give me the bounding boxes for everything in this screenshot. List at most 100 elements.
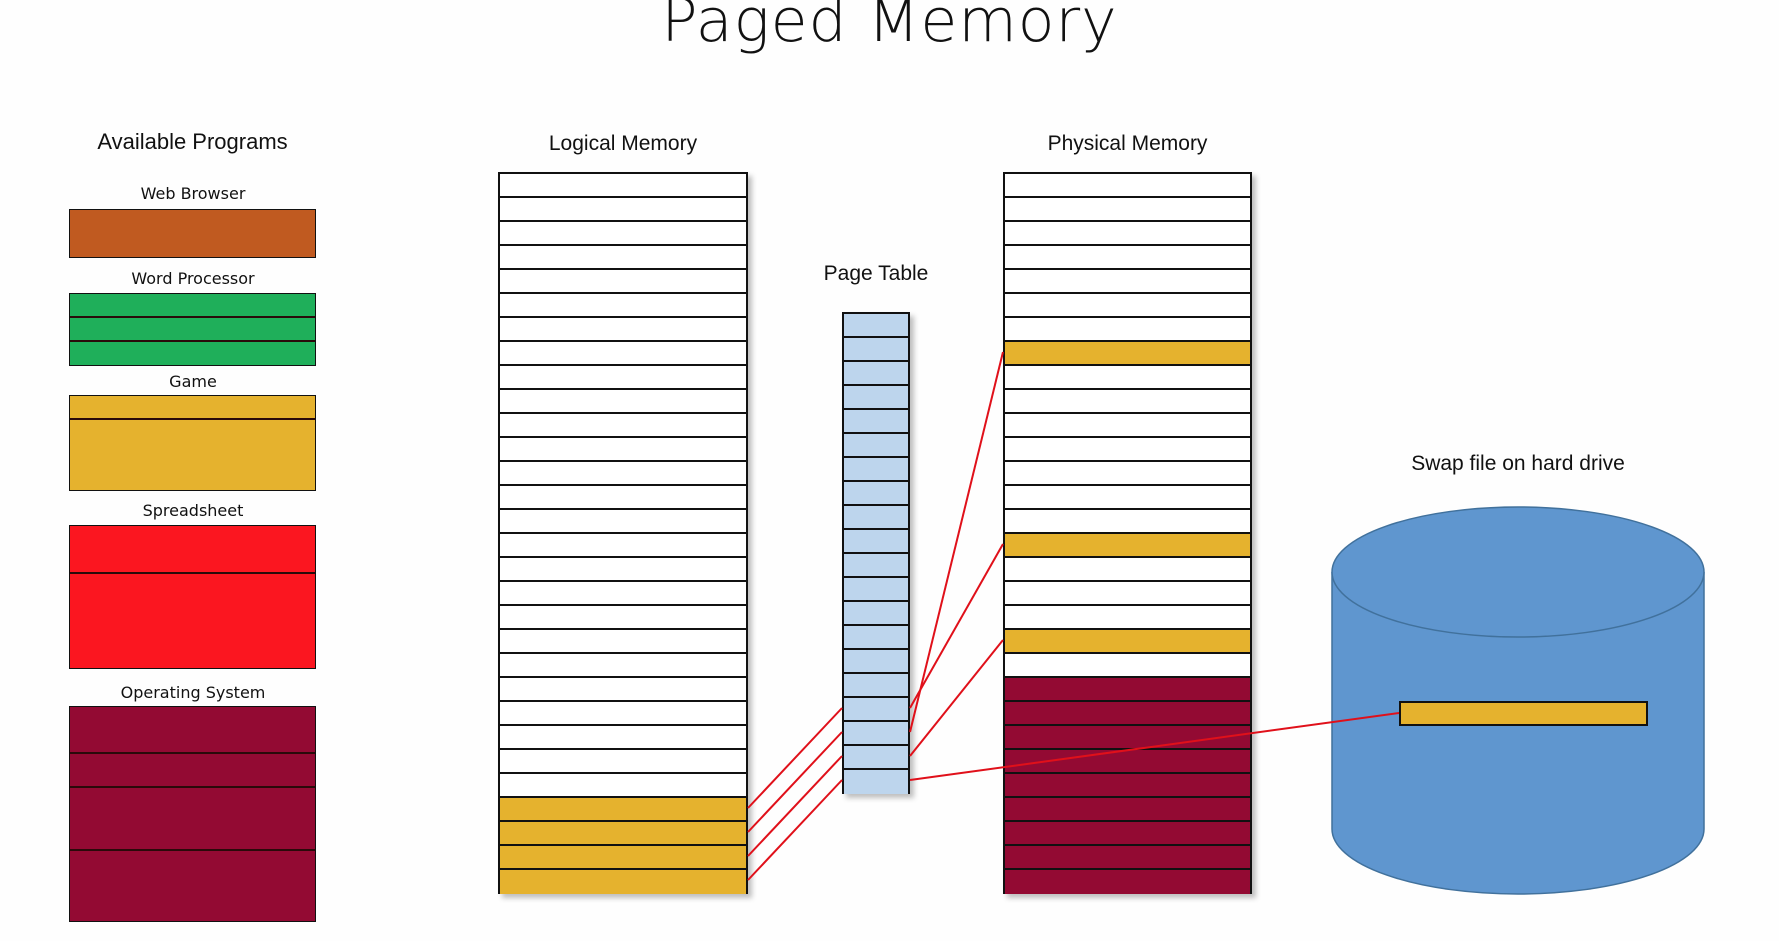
logical-memory [498,172,748,894]
page-table-entry [844,530,908,554]
page-title: Paged Memory [661,0,1118,56]
page-table-heading: Page Table [823,262,929,285]
logical-page [500,702,746,726]
page-table-entry [844,362,908,386]
logical-page [500,726,746,750]
page-divider [70,752,315,754]
physical-frame [1005,678,1250,702]
page-divider [70,572,315,574]
page-table-entry [844,410,908,434]
page-table-entry [844,578,908,602]
physical-memory [1003,172,1252,894]
page-table-entry [844,602,908,626]
physical-frame [1005,606,1250,630]
page-table-entry [844,314,908,338]
physical-frame [1005,342,1250,366]
logical-page [500,582,746,606]
physical-frame [1005,270,1250,294]
logical-page [500,774,746,798]
logical-to-page-table-line [747,731,843,833]
logical-page [500,390,746,414]
logical-page [500,654,746,678]
cylinder-top [1331,506,1705,638]
logical-page [500,198,746,222]
program-label-game: Game [169,372,217,391]
physical-frame [1005,750,1250,774]
physical-frame [1005,558,1250,582]
page-table-entry [844,482,908,506]
program-block-spreadsheet [69,525,316,669]
logical-page [500,870,746,894]
program-block-word-processor [69,293,316,366]
logical-to-page-table-line [747,755,843,857]
available-programs-heading: Available Programs [97,129,288,154]
logical-page [500,606,746,630]
logical-page [500,630,746,654]
logical-page [500,414,746,438]
logical-page [500,342,746,366]
logical-page [500,462,746,486]
page-table-entry [844,626,908,650]
physical-frame [1005,438,1250,462]
physical-frame [1005,630,1250,654]
page-table-entry [844,650,908,674]
physical-frame [1005,534,1250,558]
logical-to-page-table-line [747,779,843,881]
program-label-web-browser: Web Browser [140,184,246,203]
page-table [842,312,910,794]
program-label-operating-system: Operating System [120,683,266,702]
physical-frame [1005,318,1250,342]
physical-frame [1005,294,1250,318]
page-table-entry [844,434,908,458]
physical-frame [1005,654,1250,678]
physical-frame [1005,366,1250,390]
page-divider [70,418,315,420]
physical-frame [1005,462,1250,486]
swap-heading: Swap file on hard drive [1411,452,1625,475]
page-divider [70,849,315,851]
program-label-word-processor: Word Processor [131,269,255,288]
page-table-entry [844,458,908,482]
page-divider [70,316,315,318]
physical-frame [1005,822,1250,846]
logical-page [500,366,746,390]
page-table-entry [844,506,908,530]
physical-frame [1005,702,1250,726]
physical-frame [1005,510,1250,534]
physical-frame [1005,198,1250,222]
logical-page [500,438,746,462]
logical-page [500,270,746,294]
physical-frame [1005,798,1250,822]
page-table-to-frame-line [909,543,1004,709]
physical-frame [1005,774,1250,798]
page-table-entry [844,554,908,578]
physical-frame [1005,582,1250,606]
physical-frame [1005,870,1250,894]
logical-page [500,174,746,198]
physical-frame [1005,726,1250,750]
program-block-game [69,395,316,491]
page-table-entry [844,386,908,410]
physical-memory-heading: Physical Memory [1047,132,1208,155]
page-table-entry [844,674,908,698]
page-table-entry [844,722,908,746]
physical-frame [1005,414,1250,438]
hard-drive-cylinder-icon [1331,506,1705,895]
page-table-to-frame-line [909,639,1004,757]
logical-page [500,678,746,702]
swap-page [1399,701,1648,726]
page-divider [70,786,315,788]
page-table-entry [844,698,908,722]
logical-page [500,558,746,582]
page-table-entry [844,338,908,362]
logical-to-page-table-line [747,707,843,809]
physical-frame [1005,846,1250,870]
logical-memory-heading: Logical Memory [548,132,698,155]
logical-page [500,846,746,870]
program-block-web-browser [69,209,316,258]
logical-page [500,510,746,534]
logical-page [500,486,746,510]
logical-page [500,246,746,270]
program-block-operating-system [69,706,316,922]
page-table-entry [844,770,908,794]
